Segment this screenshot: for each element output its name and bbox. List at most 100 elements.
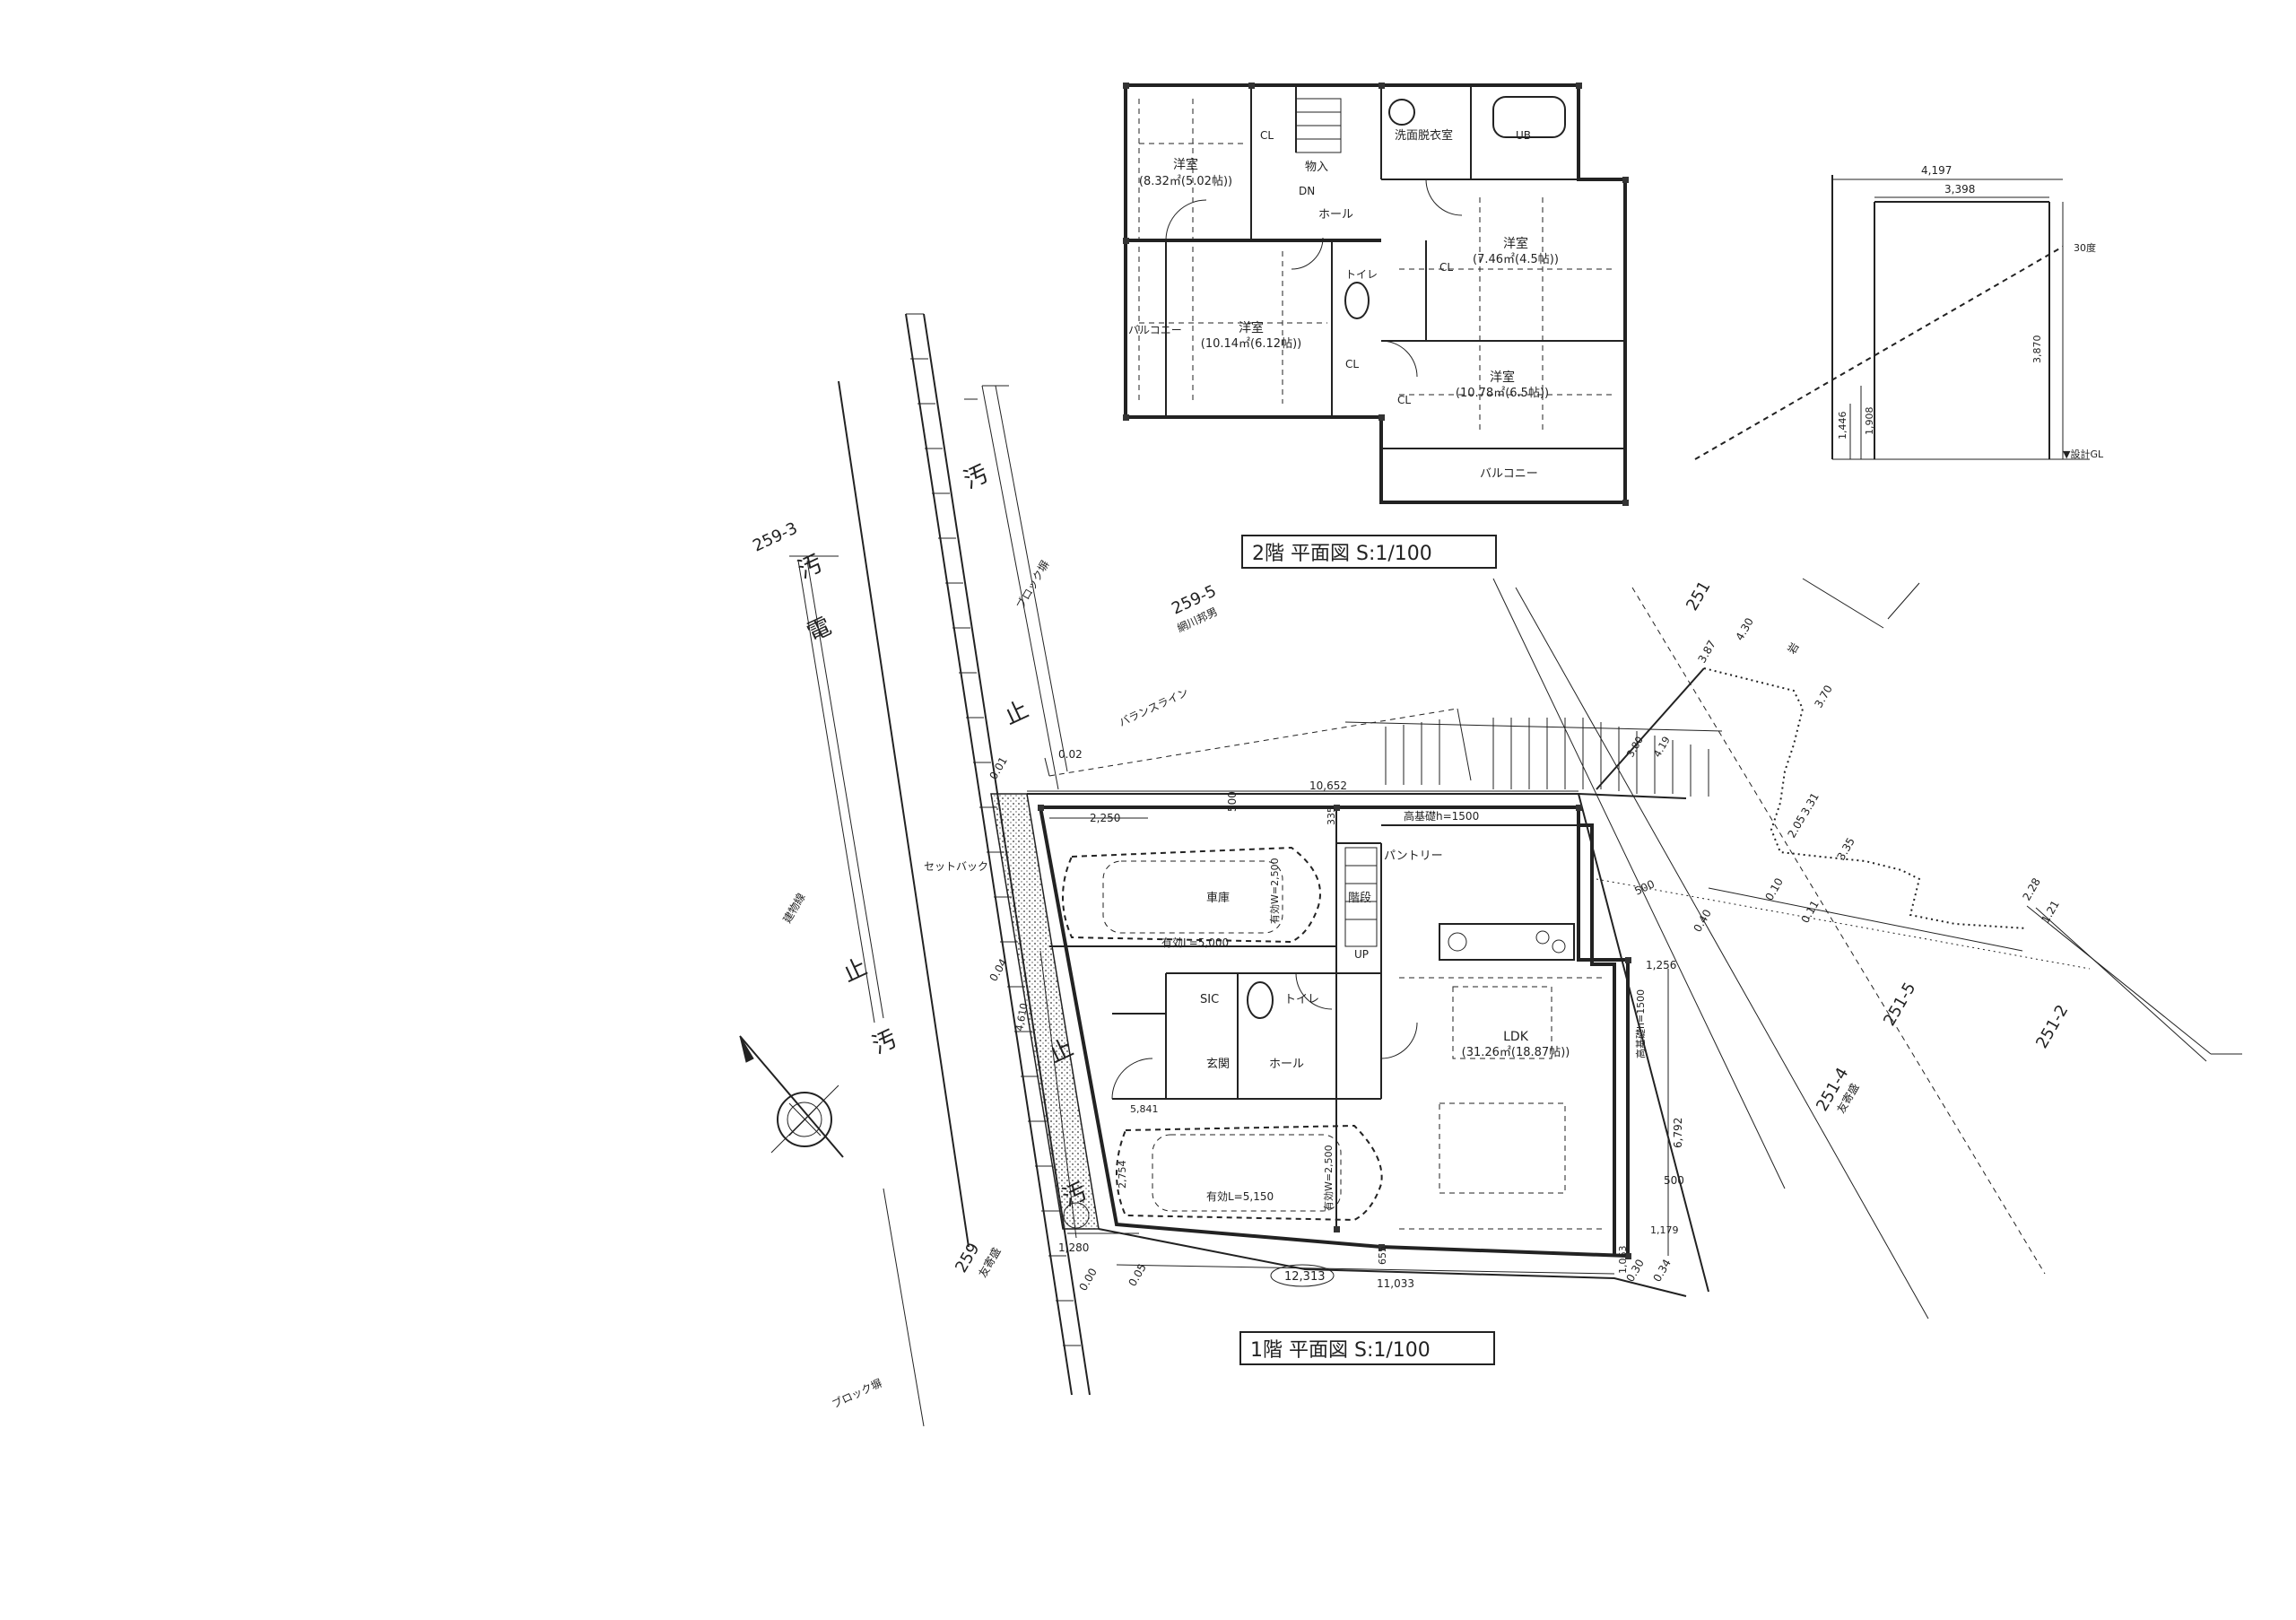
room-area: (10.78㎡(6.5帖)): [1456, 387, 1549, 400]
washbasin-icon: [1388, 99, 1415, 126]
room-area: (7.46㎡(4.5帖)): [1473, 253, 1559, 266]
dim-label: 有効L=5,000: [1161, 936, 1229, 949]
balance-label: バランスライン: [1117, 686, 1190, 729]
balance-line: [1457, 708, 1472, 781]
floor2-outer-wall: [1124, 83, 1627, 504]
dim-label: 4,197: [1921, 164, 1952, 177]
dim-badge: [1270, 1264, 1335, 1287]
room-label: 洋室: [1173, 157, 1198, 172]
lot-line: [1631, 587, 2046, 1275]
door-swing: [1295, 972, 1333, 1010]
room-area: (10.14㎡(6.12帖)): [1201, 337, 1301, 351]
room-label: 物入: [1305, 161, 1328, 174]
dim-label: 500: [1664, 1174, 1684, 1187]
lot-line: [1887, 582, 1920, 620]
rock-boundary: [1703, 667, 2028, 929]
dim-label: 1,280: [1058, 1241, 1089, 1254]
car-icon: [1116, 1124, 1383, 1222]
building-label: 建物線: [780, 891, 808, 926]
car-body: [1152, 1134, 1342, 1212]
dim-line: [1116, 1264, 1615, 1275]
balance-line: [1044, 757, 1050, 777]
room-label: 階段: [1348, 892, 1371, 905]
road-edge: [883, 1188, 925, 1427]
room-label: UB: [1516, 129, 1531, 142]
level-label: 0.40: [1691, 907, 1713, 934]
room-area: (8.32㎡(5.02帖)): [1139, 175, 1232, 188]
closet-label: CL: [1260, 129, 1274, 142]
column: [1123, 414, 1129, 421]
level-label: 0.02: [1058, 748, 1083, 761]
room-label: パントリー: [1384, 849, 1443, 863]
dim-label: 3,398: [1944, 183, 1975, 196]
column: [1038, 805, 1044, 811]
closet-label: CL: [1439, 261, 1453, 274]
level-label: 3.31: [1798, 790, 1821, 817]
column: [1622, 500, 1629, 506]
lot-line: [1515, 587, 1929, 1320]
room-label: トイレ: [1284, 993, 1319, 1006]
foundation-label: 高基礎h=1500: [1634, 989, 1647, 1058]
room-label: 洋室: [1490, 370, 1515, 385]
dim-label: 1,256: [1646, 959, 1676, 971]
door-swing: [1111, 1058, 1153, 1100]
furniture-outline: [1439, 1102, 1566, 1194]
level-label: 1.21: [2039, 898, 2061, 925]
dim-label: 1,063: [1617, 1246, 1629, 1275]
road-edge: [797, 560, 875, 1023]
room-label: 玄関: [1206, 1058, 1230, 1071]
column: [1625, 1253, 1631, 1259]
dim-label: 有効W=2,500: [1268, 858, 1281, 924]
toilet-icon: [1247, 981, 1274, 1019]
level-label: 0.00: [1076, 1266, 1099, 1293]
stove-icon: [1552, 939, 1566, 954]
column: [1576, 83, 1582, 89]
gl-label: ▼設計GL: [2063, 448, 2104, 460]
lot-number: 259-3: [750, 518, 800, 555]
compass-icon: [739, 1035, 844, 1158]
road-edge: [995, 385, 1068, 772]
balance-line: [1048, 708, 1458, 777]
room-label: ホール: [1269, 1058, 1304, 1071]
property-boundary: [1098, 1228, 1687, 1297]
wall-label: ブロック塀: [1013, 558, 1052, 611]
car-body: [1102, 860, 1283, 934]
dim-label: 5,841: [1130, 1103, 1159, 1115]
level-label: 3.87: [1695, 638, 1718, 665]
stove-icon: [1535, 930, 1550, 945]
column: [1334, 805, 1340, 811]
setback-label: セットバック: [924, 860, 988, 873]
column: [1123, 83, 1129, 89]
foundation-label: 高基礎h=1500: [1404, 809, 1479, 823]
dim-label: 有効W=2,500: [1322, 1145, 1335, 1211]
column: [1622, 177, 1629, 183]
dim-label: 10,652: [1309, 780, 1347, 792]
door-swing: [1380, 1022, 1418, 1059]
floor1-labels: 車庫 有効L=5,000 有効W=2,500 階段 UP パントリー SIC ト…: [1161, 809, 1647, 1365]
column: [1378, 1244, 1385, 1250]
lot-line: [2035, 907, 2207, 1062]
dim-label: 335: [1326, 806, 1337, 825]
dim-label: 11,033: [1377, 1277, 1414, 1290]
dim-label: 6,792: [1672, 1118, 1684, 1148]
room-label: 車庫: [1206, 892, 1230, 905]
utility-label: 電: [803, 612, 837, 647]
dim-label: 1,908: [1864, 407, 1875, 436]
column: [1625, 957, 1631, 963]
lot-line: [1708, 887, 2023, 952]
column: [1248, 83, 1255, 89]
lot-number: 251: [1683, 578, 1714, 614]
floor1-title: 1階 平面図 S:1/100: [1250, 1339, 1431, 1362]
door-swing: [1165, 199, 1207, 241]
furniture-outline: [1452, 986, 1552, 1059]
room-label: バルコニー: [1128, 324, 1182, 336]
column: [1123, 238, 1129, 244]
property-boundary: [1578, 793, 1709, 1293]
column: [1378, 414, 1385, 421]
room-label: トイレ: [1345, 268, 1378, 281]
utility-label: 止: [1000, 695, 1034, 730]
slant-line: [1694, 246, 2064, 460]
level-label: 2.28: [2020, 875, 2042, 902]
